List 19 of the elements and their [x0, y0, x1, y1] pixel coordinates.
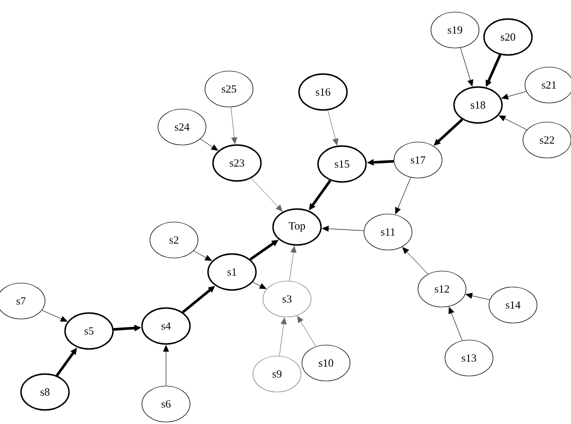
arrow: [466, 292, 490, 300]
arrow: [251, 178, 283, 212]
arrow: [297, 316, 316, 347]
arrow: [328, 110, 338, 146]
arrow: [448, 306, 462, 341]
arrow: [230, 107, 238, 144]
arrow: [200, 138, 218, 151]
arrow: [289, 246, 296, 282]
arrow: [322, 226, 364, 232]
arrow: [460, 48, 474, 86]
arrow: [42, 310, 68, 322]
arrow: [402, 247, 428, 274]
arrow: [279, 318, 287, 356]
arrow: [498, 115, 528, 130]
arrow: [502, 91, 526, 100]
arrow: [252, 282, 266, 289]
arrow: [193, 250, 212, 261]
arrow: [395, 177, 411, 214]
arrow: [163, 345, 169, 386]
